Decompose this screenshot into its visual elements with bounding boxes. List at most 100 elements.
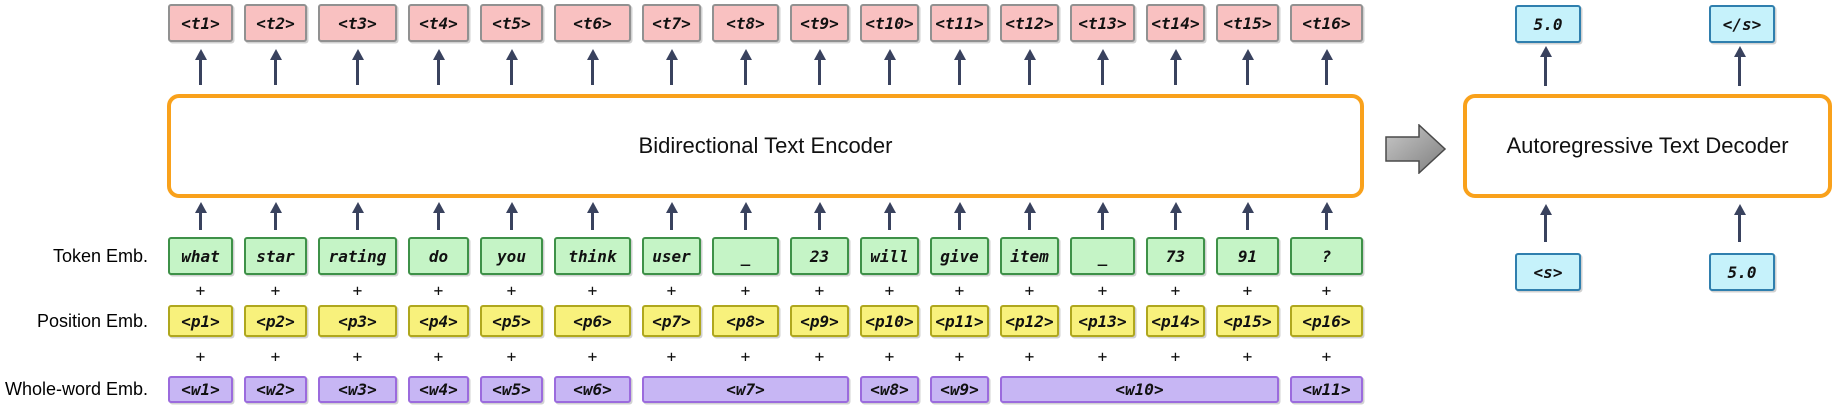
arrow-up-icon <box>1174 59 1177 85</box>
plus-sign: + <box>1170 280 1181 300</box>
arrow-up-icon <box>274 59 277 85</box>
plus-sign: + <box>740 280 751 300</box>
output-token-box: <t12> <box>1000 4 1059 42</box>
bidirectional-text-encoder-box: Bidirectional Text Encoder <box>167 94 1364 198</box>
whole-word-embedding-box: <w8> <box>860 376 919 403</box>
arrow-up-icon <box>437 59 440 85</box>
arrow-up-icon <box>1101 59 1104 85</box>
plus-sign: + <box>352 347 363 366</box>
output-token-box: <t10> <box>860 4 919 42</box>
arrow-up-icon <box>1738 214 1741 242</box>
position-embedding-box: <p3> <box>318 305 397 337</box>
token-embedding-box: what <box>168 237 233 275</box>
arrow-cell <box>641 198 702 237</box>
arrow-cell <box>711 42 780 94</box>
arrow-up-icon <box>1246 211 1249 230</box>
output-token-box: <t6> <box>554 4 631 42</box>
whole-word-embedding-box: <w2> <box>244 376 307 403</box>
plus-sign: + <box>270 347 281 366</box>
arrow-up-icon <box>437 211 440 230</box>
token-embedding-box: 23 <box>790 237 849 275</box>
arrow-cell <box>711 198 780 237</box>
encoder-section: <t1><t2><t3><t4><t5><t6><t7><t8><t9><t10… <box>5 4 1368 403</box>
whole-word-embedding-box: <w5> <box>480 376 543 403</box>
decoder-input-token: <s> <box>1515 253 1581 291</box>
output-token-box: <t11> <box>930 4 989 42</box>
position-embedding-box: <p11> <box>930 305 989 337</box>
plus-sign: + <box>352 280 363 300</box>
arrow-up-icon <box>356 59 359 85</box>
encoder-output-arrow-row <box>8 42 1368 94</box>
position-embedding-row: Position Emb. <p1><p2><p3><p4><p5><p6><p… <box>8 305 1368 337</box>
arrow-cell <box>929 42 990 94</box>
output-token-box: <t8> <box>712 4 779 42</box>
arrow-cell <box>407 198 470 237</box>
arrow-up-icon <box>356 211 359 230</box>
position-embedding-box: <p16> <box>1290 305 1363 337</box>
arrow-up-icon <box>199 59 202 85</box>
plus-sign: + <box>506 280 517 300</box>
decoder-output-token: </s> <box>1709 5 1775 43</box>
plus-sign: + <box>814 280 825 300</box>
arrow-up-icon <box>510 211 513 230</box>
position-embedding-box: <p8> <box>712 305 779 337</box>
token-embedding-box: 91 <box>1216 237 1279 275</box>
arrow-cell <box>1289 42 1364 94</box>
position-embedding-box: <p1> <box>168 305 233 337</box>
plus-sign: + <box>1242 347 1253 366</box>
output-token-box: <t4> <box>408 4 469 42</box>
position-embedding-box: <p7> <box>642 305 701 337</box>
arrow-cell <box>1215 42 1280 94</box>
arrow-up-icon <box>670 211 673 230</box>
plus-sign: + <box>270 280 281 300</box>
token-embedding-box: do <box>408 237 469 275</box>
token-emb-label: Token Emb. <box>52 245 148 266</box>
encoder-label: Bidirectional Text Encoder <box>638 133 893 158</box>
token-embedding-box: _ <box>1070 237 1135 275</box>
plus-sign: + <box>1097 347 1108 366</box>
plus-sign: + <box>954 347 965 366</box>
plus-sign: + <box>587 280 598 300</box>
arrow-cell <box>859 198 920 237</box>
decoder-label: Autoregressive Text Decoder <box>1506 133 1789 158</box>
arrow-up-icon <box>1028 211 1031 230</box>
arrow-up-icon <box>591 211 594 230</box>
arrow-cell <box>479 42 544 94</box>
position-embedding-box: <p10> <box>860 305 919 337</box>
arrow-cell <box>789 42 850 94</box>
plus-sign: + <box>1321 347 1332 366</box>
token-embedding-box: give <box>930 237 989 275</box>
whole-word-embedding-row: Whole-word Emb. <w1><w2><w3><w4><w5><w6>… <box>5 376 1368 403</box>
plus-sign: + <box>740 347 751 366</box>
arrow-cell <box>317 42 398 94</box>
arrow-cell <box>407 42 470 94</box>
arrow-up-icon <box>199 211 202 230</box>
token-embedding-box: think <box>554 237 631 275</box>
position-embedding-box: <p15> <box>1216 305 1279 337</box>
output-token-row: <t1><t2><t3><t4><t5><t6><t7><t8><t9><t10… <box>8 4 1368 42</box>
arrow-up-icon <box>1325 211 1328 230</box>
plus-sign: + <box>433 347 444 366</box>
output-token-box: <t9> <box>790 4 849 42</box>
arrow-cell <box>999 42 1060 94</box>
decoder-input-token: 5.0 <box>1709 253 1775 291</box>
position-embedding-box: <p5> <box>480 305 543 337</box>
whole-word-embedding-box: <w3> <box>318 376 397 403</box>
plus-sign: + <box>666 347 677 366</box>
whole-word-embedding-box: <w7> <box>642 376 849 403</box>
position-embedding-box: <p2> <box>244 305 307 337</box>
arrow-up-icon <box>1325 59 1328 85</box>
arrow-cell <box>641 42 702 94</box>
output-token-box: <t2> <box>244 4 307 42</box>
token-embedding-box: ? <box>1290 237 1363 275</box>
output-token-box: <t16> <box>1290 4 1363 42</box>
plus-sign: + <box>195 280 206 300</box>
plus-sign: + <box>587 347 598 366</box>
output-token-box: <t14> <box>1146 4 1205 42</box>
token-embedding-box: you <box>480 237 543 275</box>
position-embedding-box: <p6> <box>554 305 631 337</box>
output-token-box: <t13> <box>1070 4 1135 42</box>
position-embedding-box: <p4> <box>408 305 469 337</box>
encoder-to-decoder-arrow-icon <box>1385 124 1447 174</box>
